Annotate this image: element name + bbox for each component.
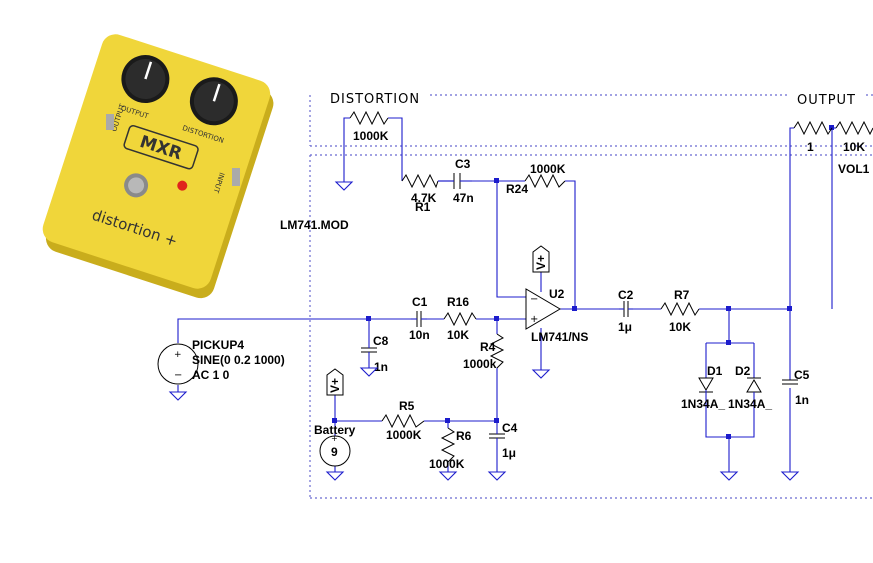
r7-name: R7 [674,288,690,302]
battery-vplus-label: V+ [328,378,342,393]
c3-name: C3 [455,157,471,171]
distortion-pot-symbol [349,110,389,126]
c8-value: 1n [374,360,388,374]
r16-symbol [443,311,477,327]
output-jack [106,114,114,130]
r4-symbol [489,333,505,369]
d1-symbol [698,377,714,394]
battery-value: 9 [331,445,338,459]
battery-vplus-flag: V+ [326,368,344,396]
vol1-upper-symbol [835,120,873,136]
opamp-vplus-flag: V+ [532,245,550,273]
opamp-vplus-label: V+ [534,255,548,270]
svg-text:−: − [530,294,538,305]
c4-name: C4 [502,421,518,435]
ground-c5 [780,471,800,481]
r6-name: R6 [456,429,472,443]
r4-name: R4 [480,340,496,354]
ground-diodes [719,471,739,481]
input-jack [232,168,240,186]
d2-part: 1N34A_ [728,397,772,411]
c5-value: 1n [795,393,809,407]
vol1-value-b: 10K [843,140,865,154]
brand-badge [123,124,199,170]
d1-part: 1N34A_ [681,397,725,411]
output-block-label: OUTPUT [797,93,856,108]
c4-value: 1μ [502,446,516,460]
c5-name: C5 [794,368,810,382]
c3-value: 47n [453,191,474,205]
r16-value: 10K [447,328,469,342]
block-borders [309,94,873,499]
opamp-u2-symbol: − + [525,288,561,330]
c8-name: C8 [373,334,389,348]
c3-symbol [438,173,472,189]
source-name: PICKUP4 [192,338,244,352]
d2-name: D2 [735,364,751,378]
svg-text:+: + [331,434,338,443]
battery-name: Battery [314,423,356,437]
vol1-name: VOL1 [838,162,870,176]
svg-text:−: − [174,370,182,381]
pedal-photo: OUTPUT DISTORTION MXR distortion + OUTPU… [42,34,274,299]
ground-r6 [438,471,458,481]
distortion-pot-value: 1000K [353,129,389,143]
r24-symbol [524,173,566,189]
r6-value: 1000K [429,457,465,471]
d2-symbol [746,377,762,394]
ground-battery [325,471,345,481]
ground-c4 [487,471,507,481]
battery-symbol: + [319,434,351,467]
r6-symbol [440,427,456,463]
c1-name: C1 [412,295,428,309]
r1-value: 4.7K [411,191,437,205]
r1-symbol [401,173,439,189]
r24-name: R24 [506,182,528,196]
r5-value: 1000K [386,428,422,442]
svg-text:+: + [530,314,538,325]
c5-symbol [782,379,798,385]
r16-name: R16 [447,295,469,309]
junctions [332,125,834,439]
ground-c8 [359,367,379,377]
c1-symbol [411,311,427,327]
r7-value: 10K [669,320,691,334]
svg-text:+: + [174,350,182,360]
model-directive: LM741.MOD [280,218,349,232]
r7-symbol [660,301,700,317]
led-indicator [177,180,188,191]
wires [177,117,836,472]
c1-value: 10n [409,328,430,342]
r5-name: R5 [399,399,415,413]
c8-symbol [361,336,377,356]
c2-value: 1μ [618,320,632,334]
vol1-lower-symbol [793,120,833,136]
source-spec: SINE(0 0.2 1000) [192,353,285,367]
d1-name: D1 [707,364,723,378]
ground-source [168,391,188,401]
source-ac: AC 1 0 [192,368,230,382]
c2-symbol [619,301,633,317]
r4-value: 1000k [463,357,497,371]
opamp-name: U2 [549,287,565,301]
vol1-value-a: 1 [807,140,814,154]
c2-name: C2 [618,288,634,302]
ground-opamp [531,369,551,379]
ground-distortion [334,181,354,191]
r24-value: 1000K [530,162,566,176]
distortion-block-label: DISTORTION [330,92,420,107]
c4-symbol [489,427,505,443]
ground-symbols [168,181,800,481]
pickup-source-symbol: + − [157,343,199,385]
r5-symbol [381,413,425,429]
r1-name: R1 [415,200,431,214]
opamp-part: LM741/NS [531,330,588,344]
